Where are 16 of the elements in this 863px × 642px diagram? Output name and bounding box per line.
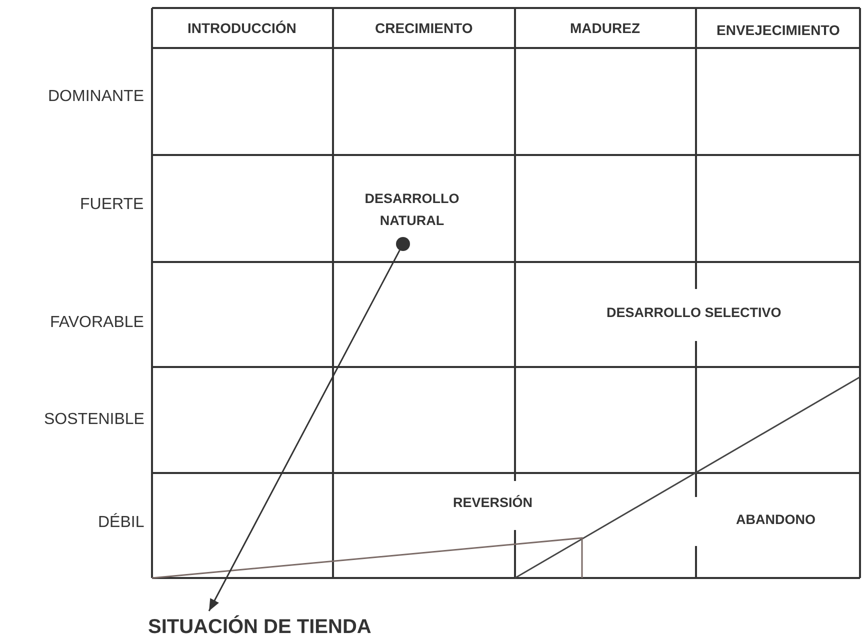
row-label: DÉBIL <box>98 512 144 533</box>
column-header: CRECIMIENTO <box>375 19 473 38</box>
column-header: INTRODUCCIÓN <box>188 19 296 38</box>
row-label: FUERTE <box>80 195 144 215</box>
column-header: MADUREZ <box>570 19 640 38</box>
row-label: SOSTENIBLE <box>44 410 144 430</box>
region-label: ABANDONO <box>736 511 816 529</box>
region-label: DESARROLLO NATURAL <box>364 190 460 230</box>
row-label: DOMINANTE <box>48 87 144 107</box>
column-header: ENVEJECIMIENTO <box>716 21 840 40</box>
region-label: REVERSIÓN <box>453 494 533 512</box>
row-label: FAVORABLE <box>50 313 144 333</box>
anchor-dot <box>396 237 410 251</box>
arrow <box>208 250 400 612</box>
region-label: DESARROLLO SELECTIVO <box>606 304 782 322</box>
caption-text: SITUACIÓN DE TIENDA <box>148 614 372 640</box>
